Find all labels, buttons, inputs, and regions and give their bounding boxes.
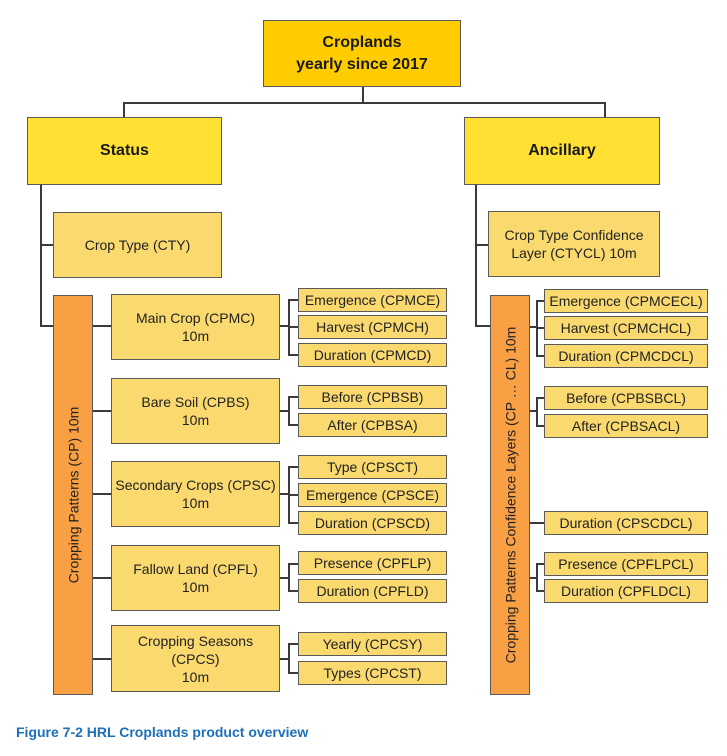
connector [536, 300, 544, 302]
connector [40, 184, 42, 327]
leaf-cpbsa: After (CPBSA) [298, 413, 447, 437]
leaf-cpfldcl: Duration (CPFLDCL) [544, 579, 708, 603]
connector [93, 658, 111, 660]
connector [288, 590, 298, 592]
connector [288, 563, 290, 591]
leaf-cpscdcl: Duration (CPSCDCL) [544, 511, 708, 535]
connector [288, 396, 290, 425]
connector [288, 522, 298, 524]
connector [288, 354, 298, 356]
leaf-cpflp: Presence (CPFLP) [298, 551, 447, 575]
connector [604, 102, 606, 118]
connector [93, 493, 111, 495]
connector [529, 522, 544, 524]
connector [536, 397, 544, 399]
connector [288, 424, 298, 426]
connector [529, 577, 537, 579]
connector [280, 325, 289, 327]
main-crop-node: Main Crop (CPMC) 10m [111, 294, 280, 360]
leaf-cpscd: Duration (CPSCD) [298, 511, 447, 535]
connector [475, 325, 491, 327]
connector [536, 590, 544, 592]
leaf-cpmcecl: Emergence (CPMCECL) [544, 289, 708, 313]
connector [288, 466, 298, 468]
connector [280, 493, 289, 495]
secondary-crops-node: Secondary Crops (CPSC) 10m [111, 461, 280, 527]
connector [475, 244, 489, 246]
leaf-cpsce: Emergence (CPSCE) [298, 483, 447, 507]
connector [280, 410, 289, 412]
connector [40, 244, 54, 246]
connector [93, 325, 111, 327]
leaf-cpmcdcl: Duration (CPMCDCL) [544, 344, 708, 368]
connector [123, 102, 606, 104]
ancillary-node: Ancillary [464, 117, 660, 185]
connector [288, 563, 298, 565]
connector [536, 425, 544, 427]
leaf-cpmch: Harvest (CPMCH) [298, 315, 447, 339]
connector [288, 643, 298, 645]
leaf-cpcsy: Yearly (CPCSY) [298, 632, 447, 656]
connector [536, 327, 544, 329]
connector [475, 184, 477, 327]
figure-caption: Figure 7-2 HRL Croplands product overvie… [16, 724, 309, 740]
cropping-patterns-confidence-bar: Cropping Patterns Confidence Layers (CP … [490, 295, 530, 695]
leaf-cpmcd: Duration (CPMCD) [298, 343, 447, 367]
connector [362, 86, 364, 103]
fallow-land-node: Fallow Land (CPFL) 10m [111, 545, 280, 611]
connector [536, 397, 538, 426]
crop-type-confidence-node: Crop Type Confidence Layer (CTYCL) 10m [488, 211, 660, 277]
bare-soil-node: Bare Soil (CPBS) 10m [111, 378, 280, 444]
connector [536, 563, 544, 565]
connector [288, 494, 298, 496]
leaf-cpflpcl: Presence (CPFLPCL) [544, 552, 708, 576]
connector [288, 326, 298, 328]
leaf-cpfld: Duration (CPFLD) [298, 579, 447, 603]
connector [288, 643, 290, 673]
connector [288, 672, 298, 674]
connector [288, 299, 298, 301]
connector [280, 658, 289, 660]
connector [536, 563, 538, 591]
connector [93, 410, 111, 412]
cropping-patterns-label: Cropping Patterns (CP) 10m [65, 406, 82, 584]
connector [123, 102, 125, 118]
connector [536, 355, 544, 357]
connector [93, 577, 111, 579]
connector [288, 396, 298, 398]
connector [40, 325, 54, 327]
leaf-cpbsb: Before (CPBSB) [298, 385, 447, 409]
status-node: Status [27, 117, 222, 185]
cropping-seasons-node: Cropping Seasons (CPCS) 10m [111, 625, 280, 692]
connector [280, 577, 289, 579]
root-node-croplands: Croplands yearly since 2017 [263, 20, 461, 87]
leaf-cpmchcl: Harvest (CPMCHCL) [544, 316, 708, 340]
cropping-patterns-bar: Cropping Patterns (CP) 10m [53, 295, 93, 695]
leaf-cpbsbcl: Before (CPBSBCL) [544, 386, 708, 410]
leaf-cpcst: Types (CPCST) [298, 661, 447, 685]
leaf-cpbsacl: After (CPBSACL) [544, 414, 708, 438]
crop-type-node: Crop Type (CTY) [53, 212, 222, 278]
cropping-patterns-confidence-label: Cropping Patterns Confidence Layers (CP … [502, 326, 518, 664]
connector [529, 410, 537, 412]
connector [529, 326, 537, 328]
leaf-cpsct: Type (CPSCT) [298, 455, 447, 479]
leaf-cpmce: Emergence (CPMCE) [298, 288, 447, 312]
